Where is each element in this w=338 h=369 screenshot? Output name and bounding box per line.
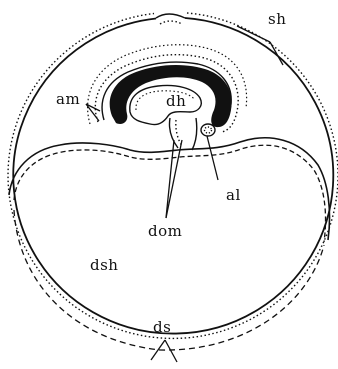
serosa-opening (156, 14, 185, 24)
leader-ds-2 (165, 340, 177, 362)
label-dom: dom (148, 222, 182, 240)
label-dh: dh (166, 92, 186, 110)
leader-al (207, 136, 218, 180)
label-dsh: dsh (90, 256, 118, 274)
label-am: am (56, 90, 80, 108)
label-ds: ds (153, 318, 171, 336)
allantois (201, 124, 215, 136)
label-sh: sh (268, 10, 286, 28)
label-al: al (226, 186, 241, 204)
leader-sh-2 (270, 42, 283, 65)
allantois-pouch (201, 124, 215, 136)
stalk-right (192, 118, 197, 150)
